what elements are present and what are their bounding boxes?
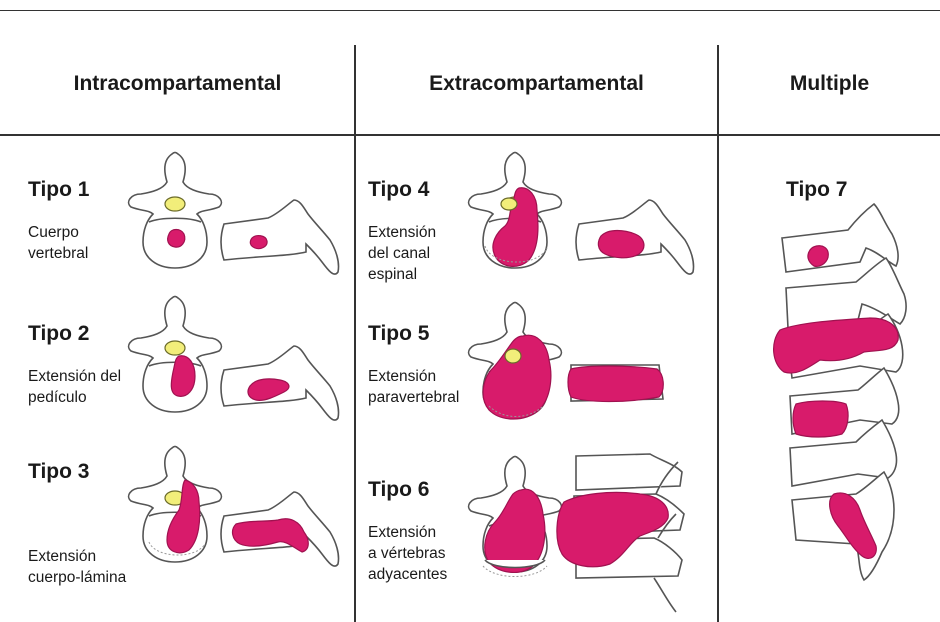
tipo-3-lateral-vertebra xyxy=(221,492,339,566)
tipo-3-axial-vertebra xyxy=(129,447,222,563)
tipo-5-axial-vertebra xyxy=(469,303,562,420)
tipo-2-lateral-vertebra xyxy=(221,346,339,420)
tipo-6-axial-vertebra xyxy=(469,457,562,577)
tipo-1-lateral-vertebra xyxy=(221,200,339,274)
tipo-4-axial-vertebra xyxy=(469,153,562,269)
tipo-4-lateral-vertebra xyxy=(576,200,694,274)
tipo-6-lateral-vertebrae-stack xyxy=(557,454,684,612)
tipo-1-axial-vertebra xyxy=(129,153,222,269)
tipo-2-axial-vertebra xyxy=(129,297,222,413)
tipo-7-multiple-vertebrae xyxy=(774,204,906,580)
tipo-5-lateral-vertebra xyxy=(568,365,663,402)
